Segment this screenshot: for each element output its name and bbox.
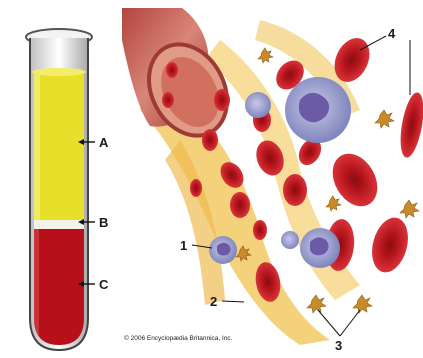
- callout-2: 2: [210, 294, 244, 309]
- platelet: [307, 295, 326, 313]
- callout-2-text: 2: [210, 294, 217, 309]
- red-blood-cell: [162, 92, 174, 108]
- callout-1-text: 1: [180, 238, 187, 253]
- callout-4-text: 4: [388, 26, 396, 41]
- red-blood-cell: [166, 62, 178, 78]
- blood-illustration: [122, 8, 423, 345]
- red-blood-cell: [396, 91, 423, 159]
- copyright-text: © 2006 Encyclopædia Britannica, Inc.: [124, 334, 233, 342]
- white-blood-cell: [245, 92, 271, 118]
- red-blood-cell: [214, 89, 230, 111]
- red-blood-cell: [253, 220, 267, 240]
- platelet: [353, 295, 372, 313]
- red-blood-cell: [230, 192, 250, 218]
- callout-3: 3: [318, 310, 360, 353]
- red-blood-cell: [202, 129, 218, 151]
- platelet: [400, 200, 419, 218]
- red-blood-cell: [366, 214, 413, 277]
- label-b-text: B: [99, 215, 108, 230]
- platelet: [258, 48, 273, 63]
- label-a-text: A: [99, 135, 109, 150]
- white-blood-cell: [281, 231, 299, 249]
- platelet: [326, 196, 341, 211]
- callout-3-text: 3: [335, 338, 342, 353]
- label-c-text: C: [99, 277, 109, 292]
- test-tube: [26, 29, 92, 354]
- red-blood-cell: [190, 179, 202, 197]
- red-blood-cell: [283, 174, 307, 206]
- platelet: [375, 110, 394, 128]
